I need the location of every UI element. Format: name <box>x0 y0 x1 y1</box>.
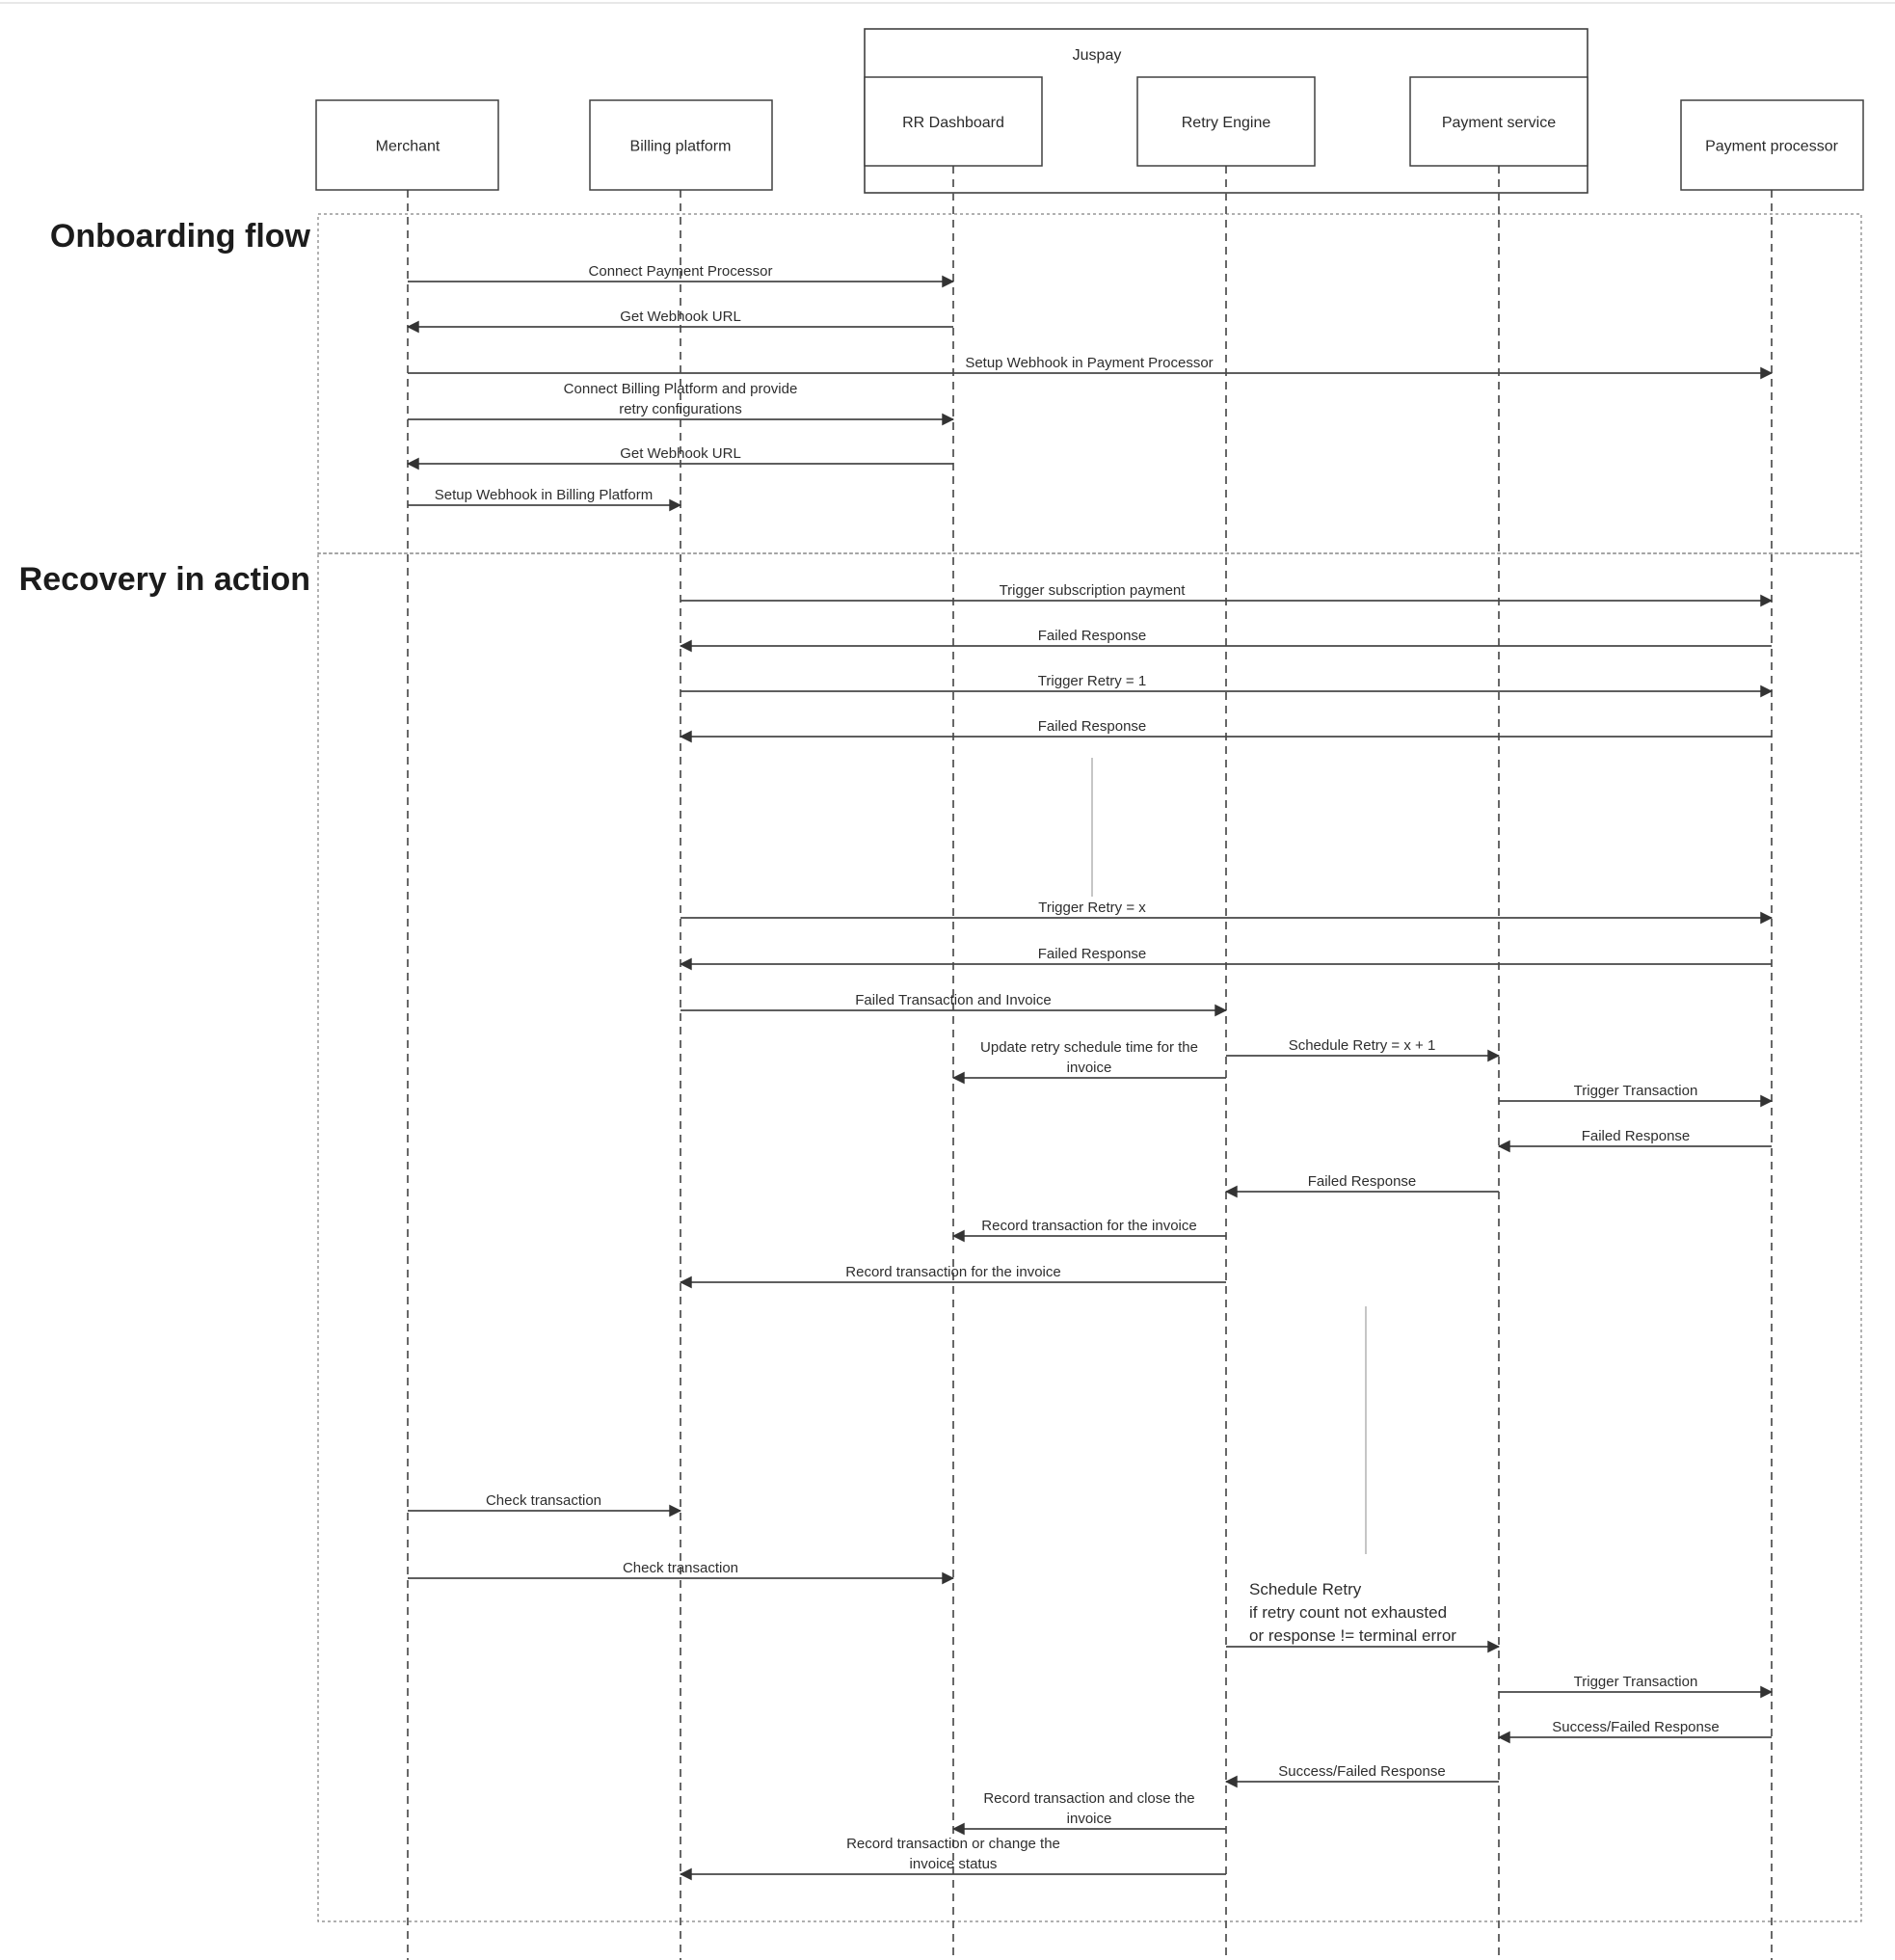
participant-label-ps: Payment service <box>1442 115 1556 131</box>
participant-label-billing: Billing platform <box>630 139 732 155</box>
participant-box-merchant <box>315 99 499 191</box>
message-label: Update retry schedule time for the <box>980 1039 1198 1056</box>
message-label: Get Webhook URL <box>620 445 741 462</box>
message-label: Failed Response <box>1038 718 1147 735</box>
message-label: Trigger Retry = x <box>1038 899 1146 916</box>
section-frame-onboarding <box>317 213 1862 554</box>
group-label-juspay: Juspay <box>1073 47 1122 64</box>
participant-label-retry: Retry Engine <box>1182 115 1271 131</box>
message-label: Trigger Transaction <box>1574 1083 1698 1099</box>
message-label: Schedule Retry <box>1249 1580 1362 1598</box>
message-label: Failed Response <box>1038 628 1147 644</box>
message-label: Success/Failed Response <box>1278 1763 1445 1780</box>
participant-box-ps <box>1409 76 1588 167</box>
section-title-recovery: Recovery in action <box>19 561 310 598</box>
message-label: Failed Response <box>1308 1173 1417 1190</box>
message-label: Check transaction <box>623 1560 738 1576</box>
message-label: Success/Failed Response <box>1552 1719 1719 1735</box>
participant-label-merchant: Merchant <box>376 139 440 155</box>
participant-box-retry <box>1136 76 1316 167</box>
message-label: Check transaction <box>486 1492 601 1509</box>
message-label: or response != terminal error <box>1249 1626 1456 1645</box>
participant-box-rr <box>864 76 1043 167</box>
message-label: Failed Transaction and Invoice <box>855 992 1051 1008</box>
participant-label-pp: Payment processor <box>1705 139 1839 155</box>
message-label: Failed Response <box>1038 946 1147 962</box>
message-label: Record transaction or change the <box>846 1836 1060 1852</box>
message-label: Setup Webhook in Payment Processor <box>965 355 1213 371</box>
message-label: invoice <box>1067 1060 1112 1076</box>
message-label: Record transaction for the invoice <box>845 1264 1060 1280</box>
message-label: Trigger Transaction <box>1574 1674 1698 1690</box>
participant-box-billing <box>589 99 773 191</box>
message-label: Connect Billing Platform and provide <box>564 381 798 397</box>
section-title-onboarding: Onboarding flow <box>50 218 311 255</box>
message-label: retry configurations <box>619 401 742 417</box>
message-label: Failed Response <box>1582 1128 1691 1144</box>
participant-label-rr: RR Dashboard <box>902 115 1004 131</box>
message-label: Schedule Retry = x + 1 <box>1289 1037 1436 1054</box>
message-label: Trigger subscription payment <box>1000 582 1187 599</box>
message-label: Connect Payment Processor <box>589 263 773 280</box>
message-label: if retry count not exhausted <box>1249 1603 1447 1622</box>
message-label: Record transaction and close the <box>983 1790 1194 1807</box>
message-label: invoice status <box>910 1856 998 1872</box>
section-frame-recovery <box>317 552 1862 1922</box>
message-label: Record transaction for the invoice <box>981 1218 1196 1234</box>
message-label: Get Webhook URL <box>620 309 741 325</box>
message-label: Setup Webhook in Billing Platform <box>435 487 654 503</box>
message-label: Trigger Retry = 1 <box>1038 673 1146 689</box>
message-label: invoice <box>1067 1811 1112 1827</box>
participant-box-pp <box>1680 99 1864 191</box>
